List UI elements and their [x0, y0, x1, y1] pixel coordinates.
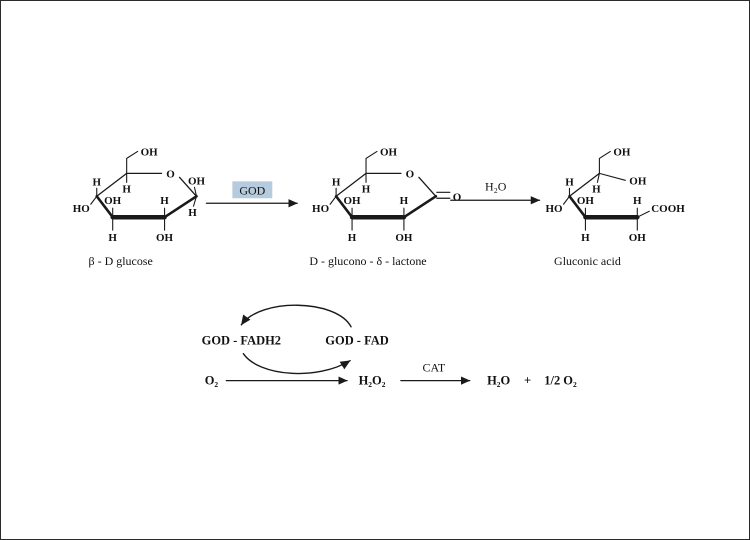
lactone-caption: D - glucono - δ - lactone [309, 254, 426, 268]
ring-bond [178, 176, 198, 197]
ring-bond-front [95, 194, 114, 219]
atom-label-c1-h: H [188, 207, 197, 219]
substituent-bond [598, 172, 626, 181]
atom-label-c6-oh: OH [380, 146, 398, 158]
gluconic-acid-structure: OH OH H H HO OH H H OH COOH Gluconic aci… [545, 146, 685, 268]
atom-label-c4-h: H [92, 176, 101, 188]
substituent-bond [596, 172, 600, 183]
ring-bond-front [334, 194, 354, 219]
god-fad-label: GOD - FAD [325, 334, 388, 348]
h2o-label: H₂O [485, 179, 507, 193]
cat-label: CAT [423, 361, 446, 375]
atom-label-c5-h: H [592, 183, 601, 195]
substituent-bond [192, 195, 198, 207]
beta-d-glucose-structure: OH H O OH H H OH OH H H HO β - D glucose [73, 146, 206, 268]
god-highlight-box [232, 181, 273, 199]
atom-label-c4-ho: HO [73, 203, 90, 215]
god-fadh2-label: GOD - FADH2 [202, 334, 281, 348]
substituent-bond [126, 150, 139, 174]
h2o-product-label: H₂O [487, 374, 510, 388]
atom-label-c2-oh: OH [629, 232, 647, 244]
atom-label-c2-oh: OH [156, 232, 174, 244]
atom-label-c5-oh: OH [629, 175, 647, 187]
atom-label-c4-h: H [565, 176, 574, 188]
glucono-delta-lactone-structure: OH H O O H OH OH H H HO D - glucono - δ … [309, 146, 461, 268]
atom-label-c4-ho: HO [312, 203, 329, 215]
atom-label-c2-h: H [160, 195, 169, 207]
god-reaction-step: GOD [205, 181, 298, 208]
atom-label-c3-oh: OH [577, 195, 595, 207]
hydrolysis-reaction-step: H₂O [450, 179, 541, 205]
cofactor-cycle: GOD - FADH2 GOD - FAD [202, 304, 389, 375]
atom-label-c6-oh: OH [613, 146, 631, 158]
atom-label-c3-h: H [108, 232, 117, 244]
half-o2-label: 1/2 O₂ [544, 374, 577, 388]
gluconic-acid-caption: Gluconic acid [554, 254, 621, 268]
ring-bond-front [402, 194, 438, 219]
cycle-arrow-lower [242, 352, 351, 375]
glucose-caption: β - D glucose [89, 254, 153, 268]
oxygen-peroxide-reaction: O₂ H₂O₂ CAT H₂O + 1/2 O₂ [205, 361, 577, 388]
atom-label-ring-o: O [406, 168, 415, 180]
substituent-bond [193, 186, 198, 197]
chain-bond [568, 172, 601, 197]
substituent-bond [598, 150, 611, 174]
atom-label-c3-oh: OH [104, 195, 122, 207]
plus-sign: + [524, 374, 531, 388]
atom-label-carbonyl-o: O [453, 191, 462, 203]
atom-label-c3-h: H [348, 232, 357, 244]
atom-label-c3-h: H [581, 232, 590, 244]
substituent-bond [329, 195, 337, 205]
atom-label-c4-ho: HO [545, 203, 562, 215]
atom-label-c6-oh: OH [141, 146, 159, 158]
ring-bond-front [163, 194, 198, 219]
substituent-bond [562, 195, 571, 205]
substituent-bond [365, 150, 378, 174]
substituent-bond [90, 195, 98, 205]
atom-label-c5-h: H [122, 183, 131, 195]
atom-label-c1-oh: OH [188, 175, 206, 187]
atom-label-c5-h: H [362, 183, 371, 195]
atom-label-cooh: COOH [651, 203, 685, 215]
h2o2-label: H₂O₂ [359, 374, 386, 388]
god-label: GOD [239, 183, 265, 197]
atom-label-c2-oh: OH [395, 232, 413, 244]
chain-bond-front [568, 194, 587, 219]
cycle-arrow-upper [240, 304, 352, 328]
atom-label-c4-h: H [332, 176, 341, 188]
ring-bond [418, 176, 437, 197]
atom-label-c3-oh: OH [344, 195, 362, 207]
atom-label-c2-h: H [400, 195, 409, 207]
atom-label-c2-h: H [633, 195, 642, 207]
atom-label-ring-o: O [166, 168, 175, 180]
o2-label: O₂ [205, 374, 219, 388]
substituent-bond [636, 210, 650, 218]
